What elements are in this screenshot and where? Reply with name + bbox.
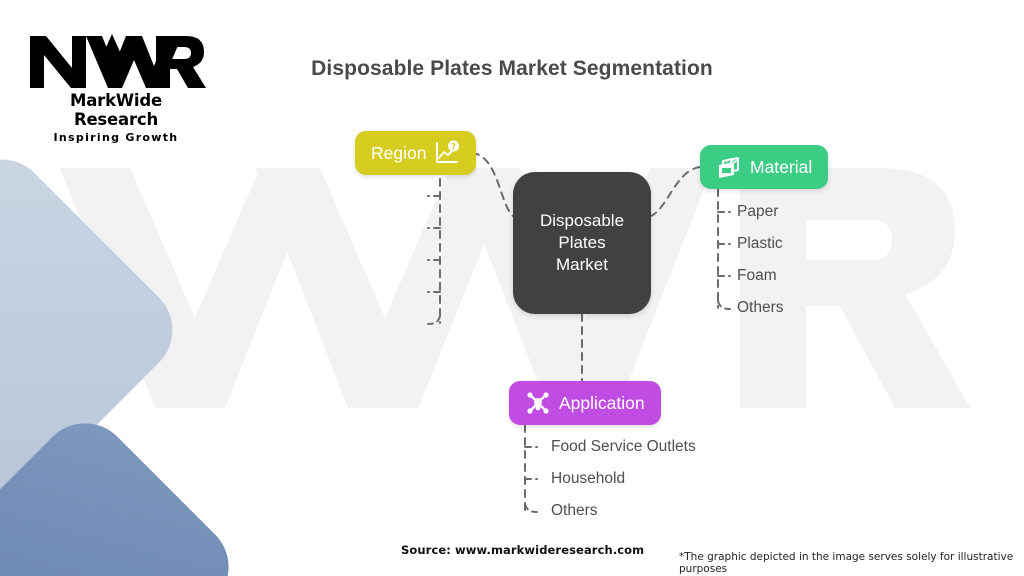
badge-material-label: Material — [750, 156, 813, 177]
background-watermark — [60, 168, 970, 408]
tick-application-2 — [524, 503, 538, 513]
leaf-application-1: Household — [551, 470, 626, 487]
leaf-material-0: Paper — [737, 203, 779, 220]
center-node-line-2: Plates — [558, 233, 606, 252]
branch-badge-application[interactable]: Application — [509, 381, 661, 425]
material-slab-icon — [719, 157, 739, 178]
badge-region-label: Region — [371, 142, 427, 163]
source-label: Source: www.markwideresearch.com — [401, 543, 645, 557]
disclaimer-label: *The graphic depicted in the image serve… — [679, 551, 1014, 575]
branch-badge-material[interactable]: Material — [700, 145, 829, 189]
decor-shape-light — [0, 140, 192, 520]
leaf-application-0: Food Service Outlets — [551, 438, 696, 455]
badge-application-label: Application — [559, 392, 645, 413]
connector-region-center — [471, 152, 514, 217]
svg-text:?: ? — [452, 142, 457, 152]
center-node: Disposable Plates Market — [513, 172, 651, 314]
decor-shape-dark — [0, 404, 248, 576]
leaf-application-2: Others — [551, 502, 598, 519]
network-nodes-icon — [527, 392, 549, 414]
center-node-line-3: Market — [556, 255, 608, 274]
logo-tagline: Inspiring Growth — [53, 131, 179, 144]
connector-material-center — [650, 166, 701, 217]
leaf-material-1: Plastic — [737, 235, 783, 252]
logo-mark-icon — [30, 34, 206, 88]
leaf-material-2: Foam — [737, 267, 777, 284]
leaf-material-3: Others — [737, 299, 784, 316]
page-title: Disposable Plates Market Segmentation — [311, 57, 713, 80]
tick-material-3 — [717, 300, 731, 310]
brand-logo: MarkWide Research Inspiring Growth — [26, 32, 206, 144]
branch-badge-region[interactable]: Region ? — [355, 131, 477, 175]
center-node-line-1: Disposable — [539, 211, 625, 230]
logo-company-name: MarkWide Research — [70, 91, 162, 129]
tick-region-4 — [427, 315, 441, 325]
chart-question-icon: ? — [436, 140, 460, 163]
